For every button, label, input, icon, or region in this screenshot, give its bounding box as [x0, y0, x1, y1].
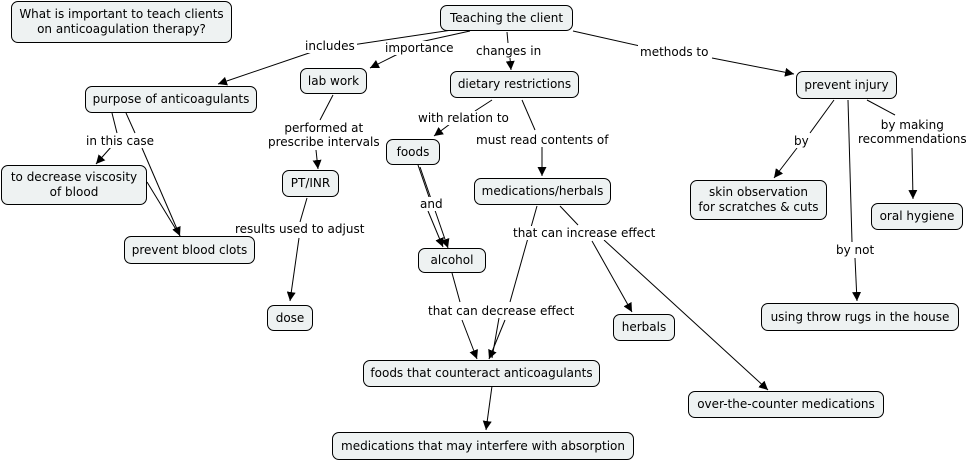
decrease-viscosity-node[interactable]: to decrease viscosity of blood	[1, 165, 147, 205]
pt-inr-node[interactable]: PT/INR	[282, 170, 339, 197]
prevent-blood-clots-node[interactable]: prevent blood clots	[124, 236, 255, 264]
link-label-decrease-effect: that can decrease effect	[426, 304, 577, 318]
oral-hygiene-node[interactable]: oral hygiene	[871, 203, 963, 230]
link-label-changes-in: changes in	[474, 44, 544, 58]
teaching-the-client-node[interactable]: Teaching the client	[440, 5, 573, 31]
question-node[interactable]: What is important to teach clients on an…	[11, 1, 232, 43]
purpose-of-anticoagulants-node[interactable]: purpose of anticoagulants	[85, 86, 257, 113]
prevent-injury-node[interactable]: prevent injury	[796, 71, 897, 99]
link-label-with-relation: with relation to	[416, 111, 511, 125]
link-label-importance: importance	[383, 41, 456, 55]
link-label-must-read: must read contents of	[474, 133, 611, 147]
link-label-methods-to: methods to	[638, 45, 711, 59]
link-label-by-not: by not	[834, 243, 877, 257]
link-label-results-used: results used to adjust	[233, 222, 367, 236]
foods-counteract-node[interactable]: foods that counteract anticoagulants	[363, 360, 600, 387]
link-label-includes: includes	[303, 39, 357, 53]
link-label-increase-effect: that can increase effect	[511, 226, 658, 240]
link-label-performed-at: performed at prescribe intervals	[266, 121, 382, 149]
link-label-and: and	[418, 197, 445, 211]
alcohol-node[interactable]: alcohol	[418, 248, 486, 273]
dietary-restrictions-node[interactable]: dietary restrictions	[450, 71, 579, 98]
link-label-by-making: by making recommendations	[856, 118, 969, 146]
foods-node[interactable]: foods	[386, 139, 440, 165]
lab-work-node[interactable]: lab work	[300, 68, 367, 94]
otc-medications-node[interactable]: over-the-counter medications	[688, 391, 884, 418]
dose-node[interactable]: dose	[267, 305, 313, 331]
throw-rugs-node[interactable]: using throw rugs in the house	[761, 303, 959, 331]
medications-interfere-node[interactable]: medications that may interfere with abso…	[332, 432, 634, 460]
medications-herbals-node[interactable]: medications/herbals	[474, 178, 611, 205]
link-label-in-this-case: in this case	[84, 134, 157, 148]
link-label-by: by	[792, 134, 811, 148]
skin-observation-node[interactable]: skin observation for scratches & cuts	[690, 180, 827, 220]
herbals-node[interactable]: herbals	[613, 314, 675, 341]
